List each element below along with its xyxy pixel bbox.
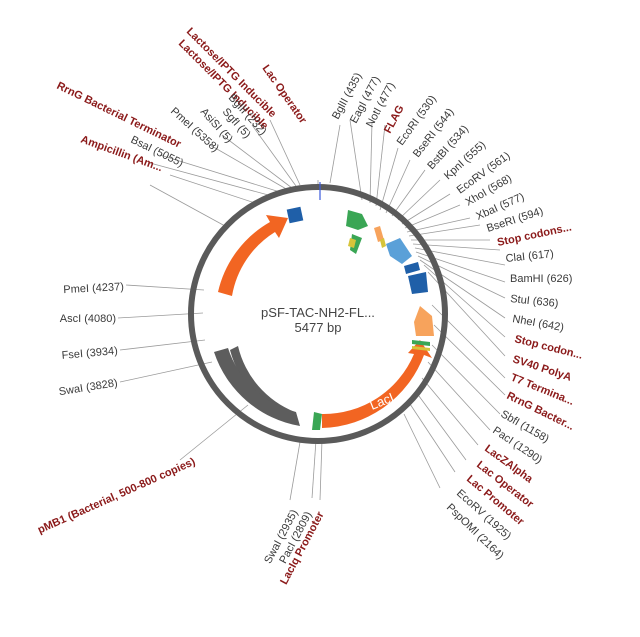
stop-codons-feature[interactable]: [380, 238, 386, 248]
plasmid-name: pSF-TAC-NH2-FL...: [261, 305, 375, 320]
ampicillin-feature[interactable]: [218, 215, 288, 296]
leader-lines: [117, 119, 506, 501]
pmb1-feature-body[interactable]: [214, 348, 300, 426]
laci-feature[interactable]: [322, 340, 432, 428]
lactose-inducible-feature-2[interactable]: [348, 238, 356, 248]
plasmid-size: 5477 bp: [295, 320, 342, 335]
plasmid-backbone: [188, 184, 448, 444]
t7-terminator-feature[interactable]: [414, 306, 434, 336]
lac-operator-feature[interactable]: [346, 210, 368, 230]
rrng-terminator-feature[interactable]: [286, 206, 304, 224]
site-pmei-4237: PmeI (4237): [63, 281, 124, 296]
rrng-bacterial-feature[interactable]: [412, 340, 430, 346]
stop-codon-feature[interactable]: [404, 262, 420, 274]
laczalpha-feature[interactable]: [412, 346, 430, 351]
sv40-polya-feature[interactable]: [408, 272, 428, 294]
site-fsei-3934: FseI (3934): [61, 345, 118, 362]
laciq-promoter-feature[interactable]: [312, 412, 322, 430]
site-stui-636: StuI (636): [510, 293, 559, 310]
site-asci-4080: AscI (4080): [60, 313, 116, 325]
site-swai-3828: SwaI (3828): [58, 377, 118, 398]
site-bamhi-626: BamHI (626): [510, 273, 572, 285]
site-clai-617: ClaI (617): [505, 248, 554, 265]
flag-feature[interactable]: [374, 226, 384, 242]
site-nhei-642: NheI (642): [511, 313, 564, 334]
feature-pmb1: pMB1 (Bacterial, 500-800 copies): [36, 456, 198, 537]
feature-rrng-terminator: RrnG Bacterial Terminator: [55, 80, 184, 151]
mcs-blue-feature[interactable]: [386, 238, 412, 264]
laci-label: LacI: [368, 390, 396, 413]
